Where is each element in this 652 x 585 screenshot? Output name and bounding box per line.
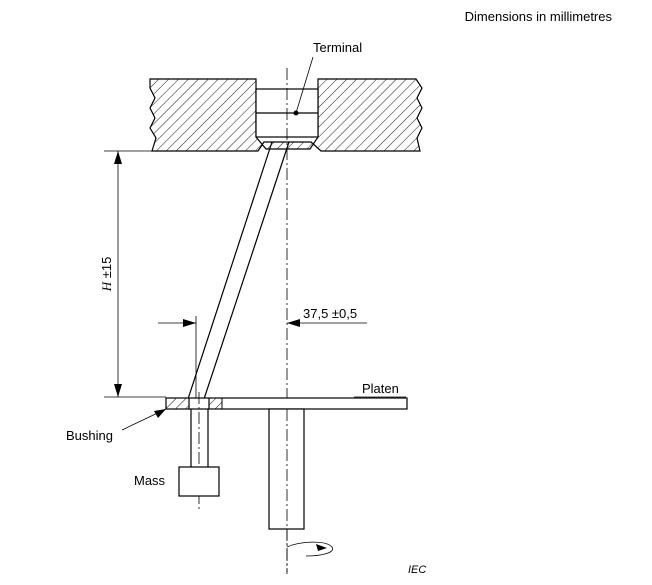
platen-label: Platen xyxy=(362,381,399,396)
terminal-block xyxy=(149,78,423,152)
mass-rod xyxy=(190,409,209,467)
terminal-leader-line xyxy=(295,56,314,114)
bushing-leader-arrow xyxy=(154,409,166,418)
platen xyxy=(165,397,408,410)
iec-mark: IEC xyxy=(408,564,426,576)
offset-label: 37,5 ±0,5 xyxy=(303,306,357,321)
rotation-arrow-icon xyxy=(286,541,334,557)
terminal-label: Terminal xyxy=(313,40,362,55)
mass-block xyxy=(178,466,220,497)
spindle xyxy=(268,408,305,530)
bushing-left xyxy=(165,397,190,410)
height-label: H ±15 xyxy=(99,257,114,293)
bushing-right xyxy=(208,397,223,410)
units-note: Dimensions in millimetres xyxy=(465,9,613,24)
offset-dimension: 37,5 ±0,5 xyxy=(158,306,367,398)
mass-label: Mass xyxy=(134,473,166,488)
height-dimension: H ±15 xyxy=(99,150,166,398)
bushing-label: Bushing xyxy=(66,428,113,443)
inclined-conductor xyxy=(187,141,290,400)
